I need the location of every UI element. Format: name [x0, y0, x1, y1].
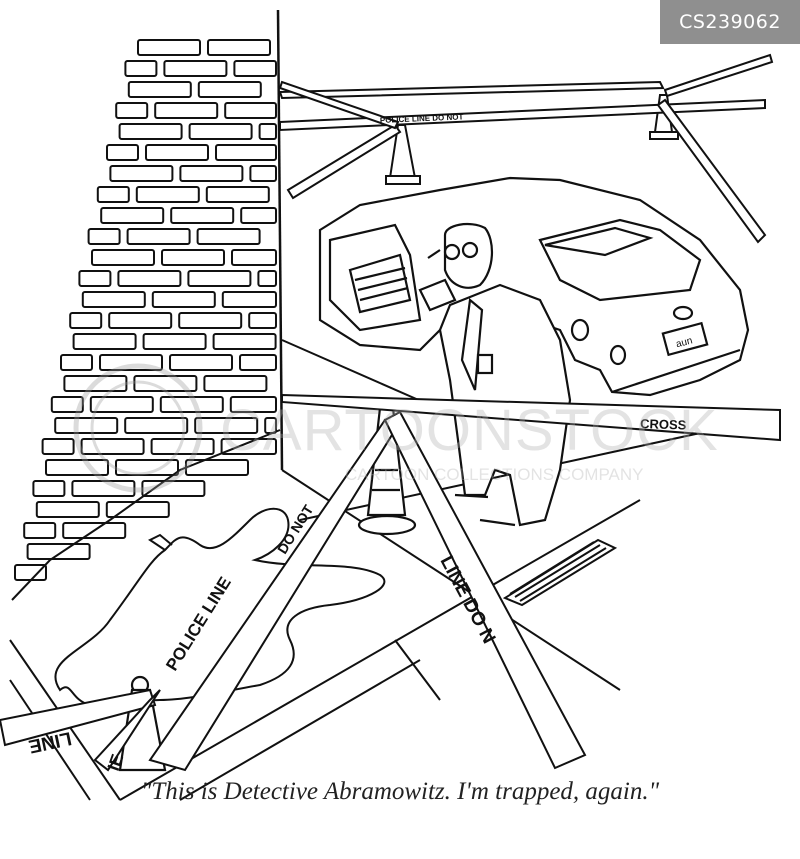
brick [249, 165, 277, 182]
brick [233, 60, 277, 77]
brick [248, 312, 277, 329]
watermark-main: CARTOONSTOCK [220, 398, 719, 463]
brick [109, 165, 174, 182]
brick [224, 102, 277, 119]
brick [133, 375, 198, 392]
brick [26, 543, 91, 560]
brick [96, 186, 130, 203]
brick [197, 81, 262, 98]
brick [117, 270, 182, 287]
watermark: CARTOONSTOCK CARTOON COLLECTIONS COMPANY [73, 363, 719, 493]
brick [161, 249, 225, 266]
brick [124, 417, 189, 434]
brick [135, 186, 200, 203]
brick [188, 123, 253, 140]
brick [169, 354, 233, 371]
sewer-grate [502, 538, 618, 607]
brick [105, 501, 170, 518]
brick [45, 459, 109, 476]
brick [100, 207, 165, 224]
brick [60, 354, 93, 371]
brick [127, 81, 192, 98]
brick [150, 438, 215, 455]
brick [170, 207, 235, 224]
brick [69, 312, 103, 329]
brick [207, 39, 271, 56]
brick [35, 501, 100, 518]
police-tape [0, 53, 781, 772]
car [318, 176, 750, 397]
brick [63, 375, 128, 392]
brick [179, 165, 244, 182]
brick [81, 291, 146, 308]
brick [203, 375, 268, 392]
brick [145, 144, 209, 161]
brick [14, 564, 47, 581]
tape-label-cross: CROSS [640, 416, 687, 433]
brick [142, 333, 207, 350]
brick [185, 459, 249, 476]
brick-wall [11, 9, 284, 601]
brick [124, 60, 158, 77]
brick [115, 102, 149, 119]
brick [154, 102, 219, 119]
tape-label-top: POLICE LINE DO NOT [380, 112, 464, 125]
brick [115, 459, 179, 476]
brick [258, 123, 278, 140]
brick [220, 438, 278, 455]
brick [99, 354, 163, 371]
brick [23, 522, 57, 539]
brick [196, 228, 261, 245]
brick [264, 417, 278, 434]
watermark-sub: CARTOON COLLECTIONS COMPANY [345, 465, 644, 484]
brick [239, 354, 277, 371]
brick [108, 312, 173, 329]
brick [221, 291, 278, 308]
brick [141, 480, 206, 497]
brick [50, 396, 84, 413]
brick [71, 480, 136, 497]
brick [229, 396, 278, 413]
brick [126, 228, 191, 245]
brick [240, 207, 277, 224]
brick [231, 249, 277, 266]
brick [87, 228, 121, 245]
brick [62, 522, 127, 539]
tape-label-ie: IE [104, 752, 127, 774]
brick [118, 123, 183, 140]
brick [187, 270, 252, 287]
brick [257, 270, 277, 287]
stock-id-badge: CS239062 [660, 0, 800, 44]
brick [89, 396, 154, 413]
brick [72, 333, 137, 350]
brick [91, 249, 155, 266]
brick [215, 144, 277, 161]
brick [41, 438, 75, 455]
brick [54, 417, 119, 434]
caption: "This is Detective Abramowitz. I'm trapp… [140, 778, 660, 805]
brick [78, 270, 112, 287]
brick [137, 39, 201, 56]
brick [163, 60, 228, 77]
brick [151, 291, 216, 308]
brick [80, 438, 145, 455]
brick [159, 396, 224, 413]
brick [194, 417, 259, 434]
car-plate: aun [675, 335, 694, 350]
brick [32, 480, 66, 497]
chalk-hand [148, 533, 173, 551]
brick [106, 144, 139, 161]
brick [205, 186, 270, 203]
brick [178, 312, 243, 329]
brick [212, 333, 277, 350]
